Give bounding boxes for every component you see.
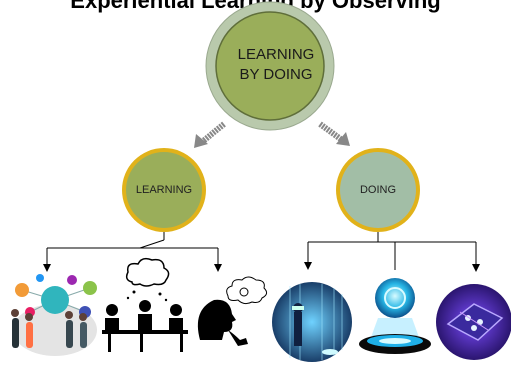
learning-connectors (43, 232, 222, 272)
doing-node-label: DOING (359, 184, 397, 196)
root-node (205, 1, 335, 131)
doing-node (336, 148, 420, 232)
digital-pool-icon (436, 284, 511, 360)
arrow-to-doing (318, 121, 350, 146)
root-node-label: LEARNING BY DOING (237, 46, 315, 83)
hologram-sphere-icon (359, 278, 431, 354)
thinking-person-icon (197, 276, 268, 346)
arrow-to-learning (194, 121, 226, 148)
learning-node-label: LEARNING (135, 184, 193, 196)
vr-headset-icon (272, 282, 352, 362)
meeting-table-icon (102, 257, 188, 352)
learning-node (122, 148, 206, 232)
doing-connectors (304, 232, 480, 272)
people-network-icon (11, 274, 97, 356)
